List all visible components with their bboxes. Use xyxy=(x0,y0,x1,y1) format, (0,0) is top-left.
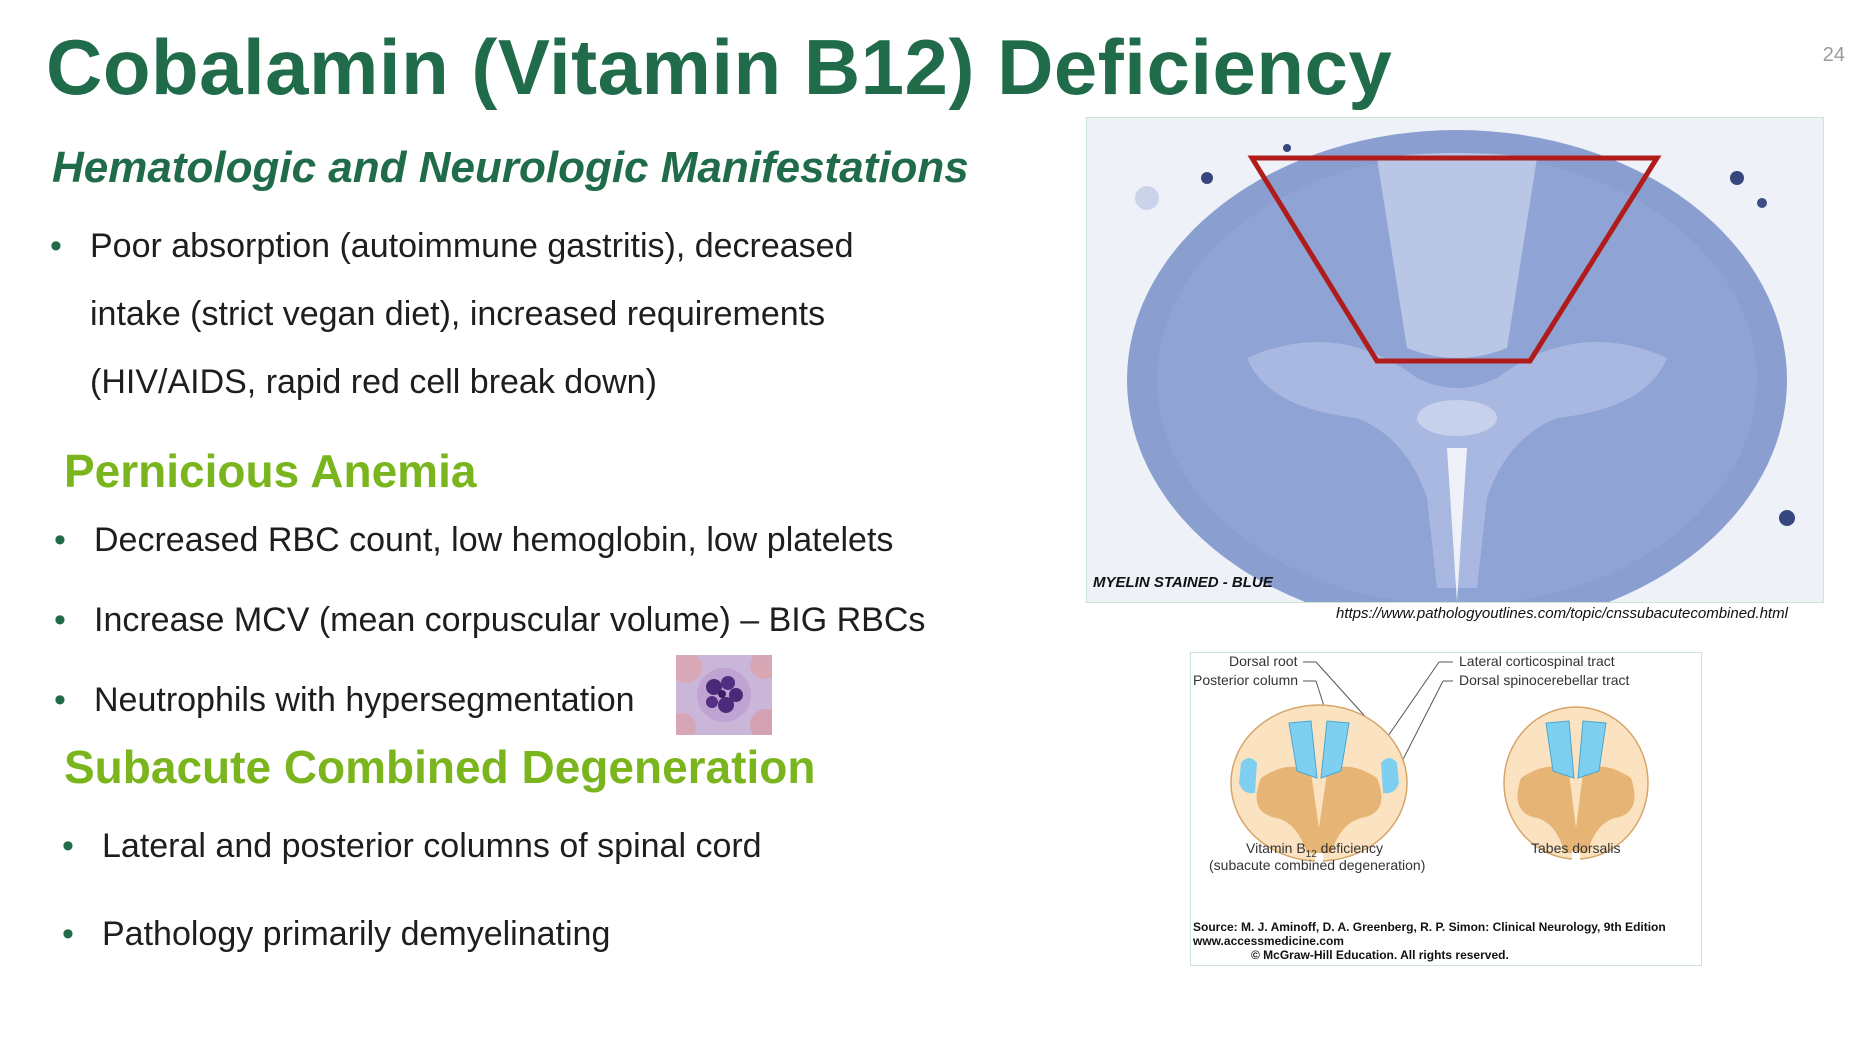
svg-text:Vitamin B12 deficiency: Vitamin B12 deficiency xyxy=(1246,840,1383,860)
cord-b12-deficiency xyxy=(1230,704,1408,873)
pernicious-bullet-1: •Decreased RBC count, low hemoglobin, lo… xyxy=(54,521,894,559)
pernicious-heading: Pernicious Anemia xyxy=(64,445,477,497)
pernicious-bullet-2: •Increase MCV (mean corpuscular volume) … xyxy=(54,601,926,639)
scd-bullet-2: •Pathology primarily demyelinating xyxy=(62,915,611,953)
slide-number: 24 xyxy=(1822,44,1845,66)
intro-bullet: •Poor absorption (autoimmune gastritis),… xyxy=(50,212,950,416)
scd-bullet-1: •Lateral and posterior columns of spinal… xyxy=(62,827,762,865)
label-dorsal-root: Dorsal root xyxy=(1229,653,1298,669)
intro-line-3: (HIV/AIDS, rapid red cell break down) xyxy=(90,363,657,401)
slide-subtitle: Hematologic and Neurologic Manifestation… xyxy=(52,143,969,192)
neutrophil-image xyxy=(668,651,782,741)
intro-line-1: •Poor absorption (autoimmune gastritis),… xyxy=(50,227,854,265)
label-left-subtitle: (subacute combined degeneration) xyxy=(1209,857,1425,873)
pernicious-bullet-3: •Neutrophils with hypersegmentation xyxy=(54,681,635,719)
intro-line-2: intake (strict vegan diet), increased re… xyxy=(90,295,826,333)
diagram-source-1: Source: M. J. Aminoff, D. A. Greenberg, … xyxy=(1193,920,1666,934)
label-posterior-column: Posterior column xyxy=(1193,672,1298,688)
scd-heading: Subacute Combined Degeneration xyxy=(64,741,816,793)
micrograph-caption: MYELIN STAINED - BLUE xyxy=(1093,574,1273,591)
cord-tabes-dorsalis xyxy=(1503,706,1649,871)
micrograph-source-url: https://www.pathologyoutlines.com/topic/… xyxy=(1336,605,1788,622)
diagram-source-2: www.accessmedicine.com xyxy=(1192,934,1344,948)
diagram-source-3: © McGraw-Hill Education. All rights rese… xyxy=(1251,948,1509,962)
label-tabes-dorsalis: Tabes dorsalis xyxy=(1531,840,1621,856)
slide-title: Cobalamin (Vitamin B12) Deficiency xyxy=(46,23,1393,111)
label-lateral-corticospinal: Lateral corticospinal tract xyxy=(1459,653,1615,669)
label-dorsal-spinocerebellar: Dorsal spinocerebellar tract xyxy=(1459,672,1630,688)
spinal-cord-micrograph: MYELIN STAINED - BLUE xyxy=(1086,117,1824,603)
spinal-tract-diagram: Dorsal root Posterior column Lateral cor… xyxy=(1190,652,1702,966)
